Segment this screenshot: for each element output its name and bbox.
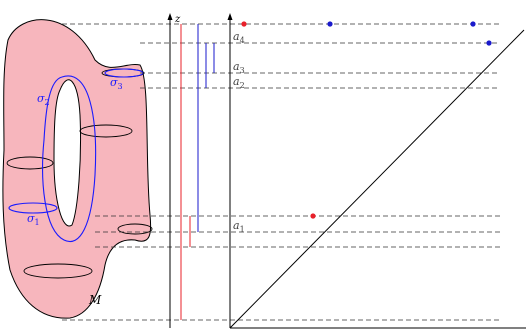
surface-m xyxy=(2,19,153,319)
level-labels: a4 a3 a2 a1 xyxy=(233,30,245,234)
barcode xyxy=(180,24,215,320)
pd-y-axis-arrowhead xyxy=(227,13,233,20)
pd-point-blue-2 xyxy=(470,21,476,27)
pd-point-red-2 xyxy=(310,213,316,219)
pd-diagonal xyxy=(229,29,525,329)
cross-section-bottom xyxy=(23,263,93,279)
cycle-sigma1 xyxy=(8,202,58,214)
label-sigma3: σ3 xyxy=(110,76,123,91)
z-axis-label: z xyxy=(174,14,181,25)
cross-section-upper-right xyxy=(79,124,133,138)
cross-section-left xyxy=(6,156,54,170)
label-a4: a4 xyxy=(233,30,245,45)
label-m: M xyxy=(88,293,102,307)
z-axis-arrowhead xyxy=(167,13,173,20)
label-a2: a2 xyxy=(233,75,245,90)
pd-point-red-1 xyxy=(241,21,247,27)
cross-section-lower-right xyxy=(117,223,153,235)
pd-point-blue-1 xyxy=(327,21,333,27)
level-lines xyxy=(62,23,500,321)
cycle-sigma2 xyxy=(42,75,97,243)
surface-m-hole xyxy=(53,79,82,227)
label-sigma1: σ1 xyxy=(27,212,40,227)
label-a3: a3 xyxy=(233,60,245,75)
persistence-diagram xyxy=(227,13,526,329)
label-sigma2: σ2 xyxy=(37,92,50,107)
cycle-labels: σ2 σ1 σ3 xyxy=(27,76,123,227)
pd-point-blue-3 xyxy=(486,40,492,46)
z-axis: z xyxy=(167,13,181,328)
label-a1: a1 xyxy=(233,219,245,234)
